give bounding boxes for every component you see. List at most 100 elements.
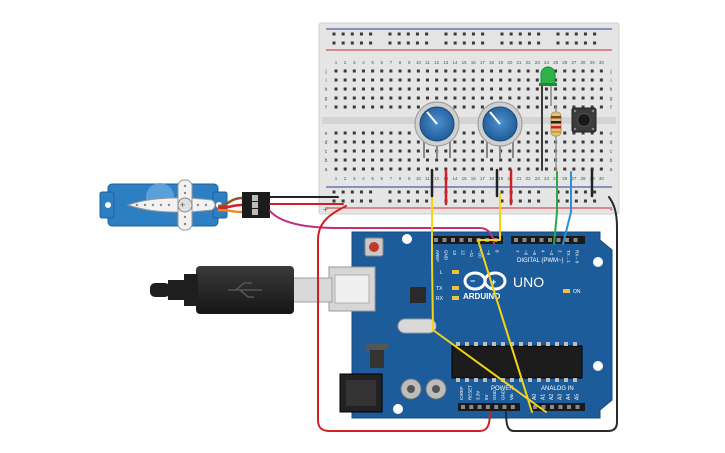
digital-pin-label: ~3 — [549, 250, 554, 256]
rail-hole — [462, 41, 466, 45]
chip-pin — [537, 342, 541, 346]
breadboard-hole — [361, 167, 365, 171]
header-pin[interactable] — [459, 238, 464, 242]
wire-pot2-signal — [477, 193, 533, 413]
header-pin[interactable] — [494, 405, 499, 409]
column-number: 17 — [480, 60, 486, 65]
breadboard-hole — [398, 87, 402, 91]
breadboard-hole — [535, 149, 539, 153]
header-pin[interactable] — [558, 405, 563, 409]
rail-hole — [397, 41, 401, 45]
breadboard-hole — [480, 69, 484, 73]
header-pin[interactable] — [522, 238, 527, 242]
rail-hole — [518, 199, 522, 203]
breadboard-hole — [563, 167, 567, 171]
header-pin[interactable] — [510, 405, 515, 409]
breadboard-hole — [554, 96, 558, 100]
header-pin[interactable] — [567, 405, 571, 409]
header-pin[interactable] — [514, 238, 518, 242]
pushbutton-cap[interactable] — [577, 113, 591, 127]
breadboard-hole — [453, 149, 457, 153]
rail-hole — [350, 32, 354, 36]
breadboard-hole — [490, 78, 494, 82]
digital-pin-label: 8 — [495, 250, 500, 253]
rail-hole — [462, 199, 466, 203]
breadboard-hole — [462, 131, 466, 135]
breadboard-hole — [599, 69, 603, 73]
breadboard-hole — [361, 149, 365, 153]
usb-socket-inner — [334, 274, 370, 304]
rail-hole — [471, 190, 475, 194]
breadboard-hole — [407, 69, 411, 73]
breadboard-hole — [426, 158, 429, 162]
header-pin[interactable] — [575, 405, 580, 409]
header-pin[interactable] — [485, 405, 490, 409]
header-pin[interactable] — [451, 238, 455, 242]
breadboard-hole — [563, 140, 567, 144]
breadboard-hole — [471, 167, 475, 171]
header-pin[interactable] — [469, 405, 474, 409]
potentiometer-1[interactable] — [414, 101, 460, 158]
breadboard-hole — [398, 96, 402, 100]
chip-pin — [492, 378, 496, 382]
breadboard-hole — [444, 149, 448, 153]
pushbutton[interactable] — [571, 107, 597, 133]
breadboard-hole — [361, 78, 365, 82]
power-jack-inner — [346, 380, 376, 406]
mounting-hole — [593, 257, 603, 267]
servo-connector-pin — [252, 195, 258, 201]
digital-pin-label: 2 — [558, 250, 563, 253]
rail-hole — [481, 32, 485, 36]
breadboard-hole — [380, 140, 384, 144]
breadboard-hole — [599, 78, 603, 82]
usb-controller-chip — [410, 287, 426, 303]
header-pin[interactable] — [477, 405, 482, 409]
breadboard-hole — [343, 105, 347, 109]
header-pin[interactable] — [502, 405, 507, 409]
arduino-model-label: UNO — [513, 274, 544, 290]
header-pin[interactable] — [565, 238, 569, 242]
breadboard-hole — [517, 87, 521, 91]
breadboard-hole — [444, 96, 448, 100]
rail-hole — [425, 32, 429, 36]
breadboard-hole — [398, 167, 402, 171]
breadboard-hole — [535, 158, 539, 162]
header-pin[interactable] — [468, 238, 472, 242]
breadboard-hole — [389, 149, 393, 153]
header-pin[interactable] — [539, 238, 544, 242]
header-pin[interactable] — [461, 405, 465, 409]
header-pin[interactable] — [442, 238, 447, 242]
breadboard-hole — [352, 96, 356, 100]
header-pin[interactable] — [573, 238, 578, 242]
header-pin[interactable] — [533, 405, 537, 409]
reset-button-cap[interactable] — [369, 242, 379, 252]
header-pin[interactable] — [434, 238, 438, 242]
header-pin[interactable] — [541, 405, 546, 409]
breadboard-hole — [599, 131, 603, 135]
breadboard-hole — [526, 158, 530, 162]
rail-hole — [527, 190, 531, 194]
column-number: 5 — [371, 176, 374, 181]
header-pin[interactable] — [550, 405, 554, 409]
breadboard-hole — [380, 105, 384, 109]
column-number: 19 — [498, 60, 504, 65]
breadboard-hole — [581, 149, 585, 153]
chip-pin — [555, 342, 559, 346]
breadboard-hole — [544, 140, 548, 144]
breadboard-hole — [572, 87, 576, 91]
breadboard-hole — [407, 105, 411, 109]
header-pin[interactable] — [531, 238, 535, 242]
header-pin[interactable] — [556, 238, 561, 242]
column-number: 18 — [489, 60, 495, 65]
breadboard-hole — [389, 158, 393, 162]
rail-hole — [500, 199, 504, 203]
servo-screw-icon: + — [180, 200, 185, 210]
breadboard-hole — [416, 105, 420, 109]
rail-hole — [527, 41, 531, 45]
rail-hole — [509, 41, 513, 45]
potentiometer-2[interactable] — [477, 101, 523, 158]
header-pin[interactable] — [548, 238, 552, 242]
breadboard-hole — [471, 96, 475, 100]
breadboard-hole — [334, 140, 338, 144]
rail-hole — [565, 41, 569, 45]
